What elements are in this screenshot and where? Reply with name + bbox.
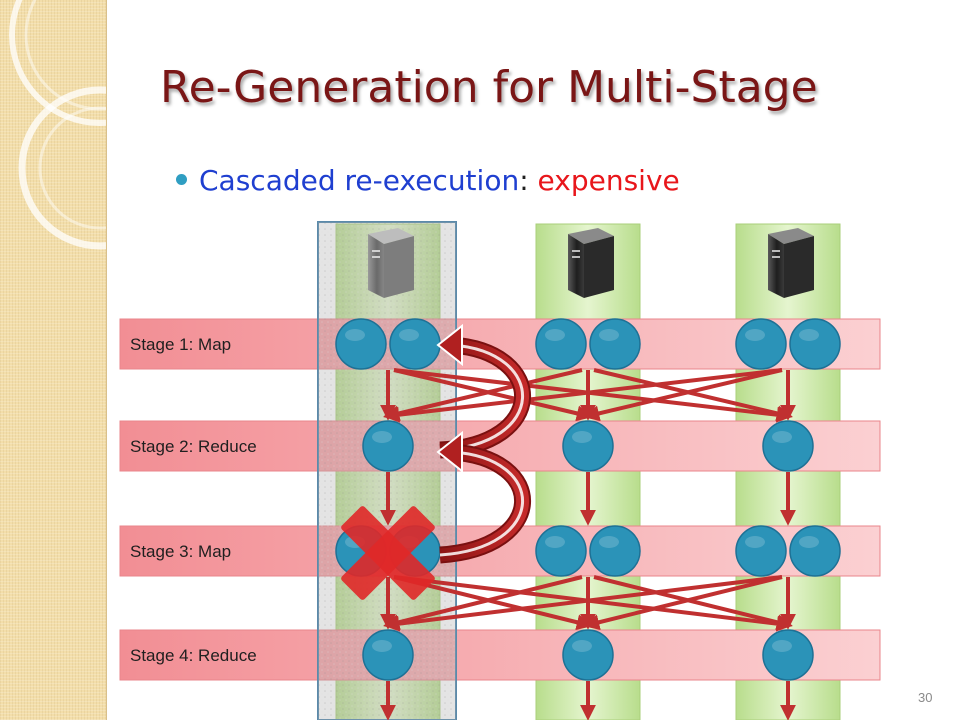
task-node-highlight (745, 536, 765, 548)
task-node (589, 318, 641, 370)
task-node-highlight (399, 329, 419, 341)
task-node (562, 629, 614, 681)
shuffle-arrow (583, 368, 783, 422)
task-node (535, 318, 587, 370)
regeneration-arrows (436, 323, 531, 564)
slide-title: Re-Generation for Multi-Stage (160, 62, 818, 113)
task-node-highlight (772, 640, 792, 652)
bullet-dot-icon (176, 173, 187, 185)
failure-x-icon (341, 506, 435, 600)
task-node (762, 629, 814, 681)
bullet-term: Cascaded re-execution (199, 164, 520, 197)
page-number: 30 (918, 690, 933, 705)
task-node-highlight (345, 329, 365, 341)
task-node-highlight (545, 536, 565, 548)
shuffle-arrow (383, 368, 783, 423)
stage-band-4 (119, 629, 881, 681)
task-node-highlight (799, 536, 819, 548)
task-node-highlight (772, 431, 792, 443)
server-tower-icon (768, 228, 814, 298)
task-node (535, 525, 587, 577)
task-node-highlight (572, 431, 592, 443)
task-node (789, 525, 841, 577)
task-node (789, 318, 841, 370)
task-node (735, 318, 787, 370)
task-node (362, 629, 414, 681)
stage-label-2: Stage 2: Reduce (130, 437, 257, 456)
task-node-highlight (372, 431, 392, 443)
bullet-value: expensive (537, 164, 680, 197)
task-node (589, 525, 641, 577)
task-node-highlight (545, 329, 565, 341)
regeneration-arrow-head (436, 430, 463, 474)
task-node (362, 420, 414, 472)
task-node (562, 420, 614, 472)
task-node-highlight (372, 640, 392, 652)
task-node-highlight (572, 640, 592, 652)
bullet-item: Cascaded re-execution: expensive (176, 164, 680, 197)
server-tower-icon (368, 228, 414, 298)
stage-label-1: Stage 1: Map (130, 335, 231, 354)
servers (368, 228, 814, 298)
regeneration-arrow-head (436, 323, 463, 367)
task-node-highlight (745, 329, 765, 341)
shuffle-arrow (383, 368, 583, 422)
decorative-side-strip (0, 0, 191, 720)
shuffle-arrow (383, 575, 583, 631)
task-node-highlight (599, 536, 619, 548)
server-tower-icon (568, 228, 614, 298)
task-node (735, 525, 787, 577)
stage-label-4: Stage 4: Reduce (130, 646, 257, 665)
task-node (335, 318, 387, 370)
stage-label-3: Stage 3: Map (130, 542, 231, 561)
bullet-separator: : (519, 164, 538, 197)
task-node-highlight (799, 329, 819, 341)
task-node-highlight (599, 329, 619, 341)
task-node (762, 420, 814, 472)
shuffle-arrow (383, 575, 783, 632)
data-flow-arrows (380, 368, 796, 720)
task-node (389, 318, 441, 370)
shuffle-arrow (583, 575, 783, 631)
